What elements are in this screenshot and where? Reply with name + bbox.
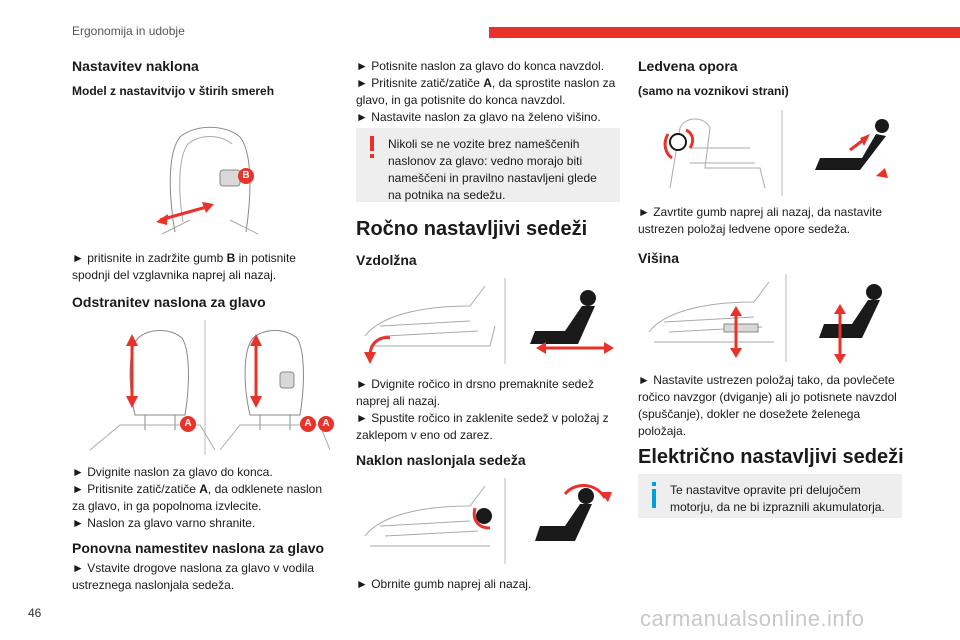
tilt-instruction: ► pritisnite in zadržite gumb B in potis… — [72, 251, 296, 282]
col1-tilt-heading: Nastavitev naklona — [72, 58, 199, 74]
headrest-remove-figure: A A A — [80, 320, 334, 460]
height-instruction: ► Nastavite ustrezen položaj tako, da po… — [638, 373, 897, 438]
refit-instruction: ► Vstavite drogove naslona za glavo v vo… — [72, 561, 315, 592]
remove-heading: Odstranitev naslona za glavo — [72, 294, 266, 310]
seat-recline-figure — [360, 476, 620, 566]
col2-top-instructions: ► Potisnite naslon za glavo do konca nav… — [356, 59, 616, 124]
manual-seats-heading: Ročno nastavljivi sedeži — [356, 218, 588, 240]
col1-model-heading: Model z nastavitvijo v štirih smereh — [72, 84, 275, 98]
exclamation-icon — [366, 136, 378, 160]
recline-heading: Naklon naslonjala sedeža — [356, 452, 526, 468]
refit-heading: Ponovna namestitev naslona za glavo — [72, 540, 325, 556]
lumbar-figure — [650, 108, 900, 198]
height-heading: Višina — [638, 250, 679, 266]
site-watermark: carmanualsonline.info — [640, 606, 865, 631]
page-number: 46 — [28, 606, 42, 620]
longitudinal-heading: Vzdolžna — [356, 252, 417, 268]
driver-only-heading: (samo na voznikovi strani) — [638, 84, 789, 98]
label-a-badge-1: A — [180, 416, 196, 432]
remove-instructions: ► Dvignite naslon za glavo do konca. ► P… — [72, 465, 323, 530]
headrest-tilt-figure: B — [150, 122, 270, 247]
label-a-badge-3: A — [318, 416, 334, 432]
label-b-badge: B — [238, 168, 254, 184]
seat-height-figure — [644, 272, 904, 364]
lumbar-heading: Ledvena opora — [638, 58, 738, 74]
lumbar-instruction: ► Zavrtite gumb naprej ali nazaj, da nas… — [638, 205, 883, 236]
info-note: Te nastavitve opravite pri delujočem mot… — [638, 474, 902, 518]
header-accent-bar — [489, 27, 960, 38]
recline-instruction: ► Obrnite gumb naprej ali nazaj. — [356, 577, 532, 591]
label-a-badge-2: A — [300, 416, 316, 432]
seat-longitudinal-figure — [360, 276, 620, 366]
longitudinal-instructions: ► Dvignite ročico in drsno premaknite se… — [356, 377, 609, 442]
section-header: Ergonomija in udobje — [72, 24, 185, 38]
electric-seats-heading: Električno nastavljivi sedeži — [638, 446, 904, 468]
info-bar-icon — [648, 482, 660, 508]
warning-note: Nikoli se ne vozite brez nameščenih nasl… — [356, 128, 620, 202]
